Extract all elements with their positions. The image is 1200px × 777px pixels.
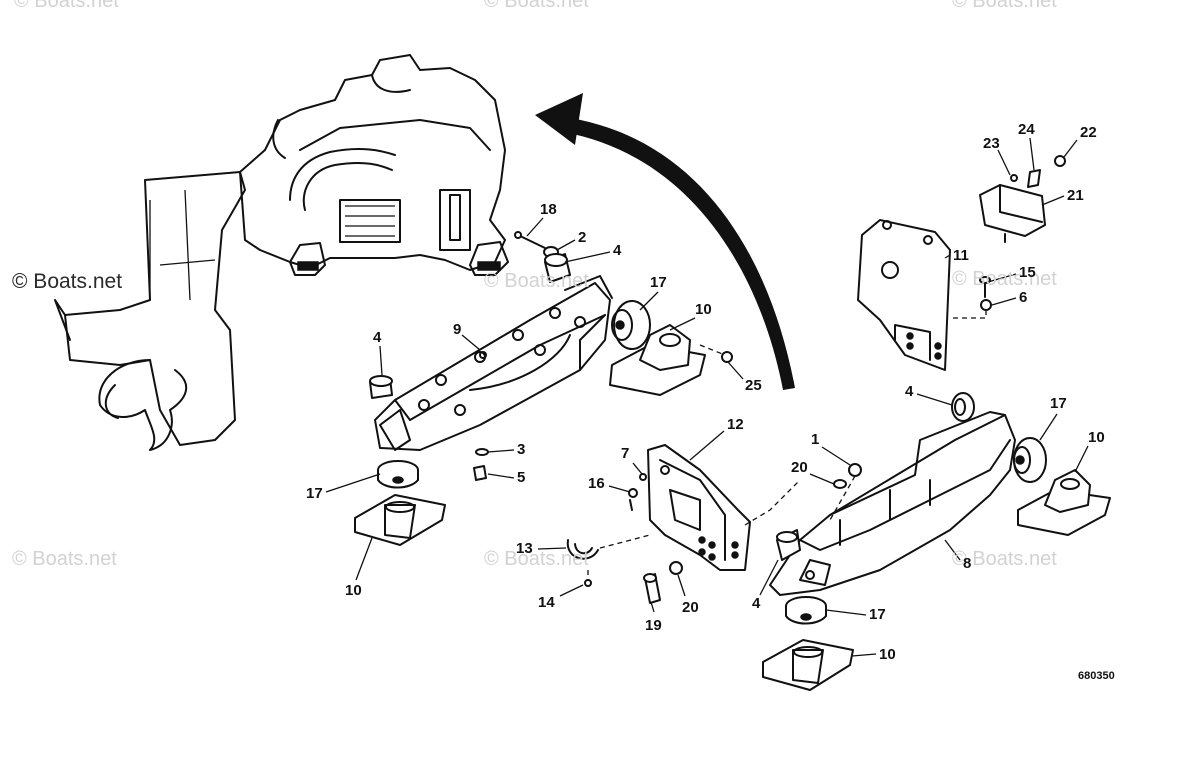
clamp-13	[566, 534, 651, 560]
watermark: © Boats.net	[484, 270, 589, 292]
callout-9: 9	[453, 321, 462, 338]
callout-4: 4	[613, 242, 622, 259]
callout-2: 2	[578, 229, 587, 246]
callout-18: 18	[540, 201, 557, 218]
bolt-18	[514, 231, 546, 249]
switch-21	[979, 184, 1046, 243]
mount-base-10-upper	[609, 324, 706, 396]
watermark: © Boats.net	[484, 548, 589, 570]
callout-6: 6	[1019, 289, 1028, 306]
bracket-12	[647, 444, 801, 571]
washer-3	[475, 448, 489, 456]
washer-6	[950, 299, 992, 319]
screw-14	[584, 570, 592, 587]
mount-bracket-8	[769, 411, 1016, 596]
cushion-4-right-lower	[776, 529, 801, 561]
callout-1: 1	[811, 431, 820, 448]
callout-4: 4	[905, 383, 914, 400]
watermark: © Boats.net	[952, 0, 1057, 12]
nut-1	[829, 463, 862, 521]
washer-20-lower	[669, 561, 683, 575]
watermark: © Boats.net	[952, 268, 1057, 290]
figure-number: 680350	[1078, 670, 1115, 682]
callout-24: 24	[1018, 121, 1035, 138]
nut-22	[1054, 155, 1066, 167]
watermark: © Boats.net	[12, 270, 123, 293]
callout-4: 4	[752, 595, 761, 612]
callout-10: 10	[879, 646, 896, 663]
leader-lines	[325, 137, 1089, 657]
mount-base-10-left	[354, 494, 446, 546]
washer-20-upper	[833, 479, 847, 489]
callout-11: 11	[953, 247, 969, 264]
callout-25: 25	[745, 377, 762, 394]
callout-10: 10	[345, 582, 362, 599]
callout-8: 8	[963, 555, 972, 572]
switch-clip-24	[1027, 169, 1041, 188]
cushion-17-left	[377, 460, 419, 489]
bracket-11	[857, 219, 951, 371]
orientation-arrow	[535, 93, 795, 390]
left-mount-bracket	[374, 275, 613, 451]
cushion-4-right-upper	[951, 392, 975, 422]
bolt-19	[643, 573, 661, 604]
callout-17: 17	[869, 606, 886, 623]
callout-4: 4	[373, 329, 382, 346]
callout-23: 23	[983, 135, 1000, 152]
nut-5	[473, 465, 487, 481]
screw-23	[1010, 174, 1018, 182]
callout-7: 7	[621, 445, 630, 462]
watermark: © Boats.net	[14, 0, 119, 12]
mount-base-10-right-lower	[762, 639, 854, 691]
watermark: © Boats.net	[952, 548, 1057, 570]
mount-base-10-right-upper	[1017, 469, 1111, 536]
cushion-4-left	[369, 375, 393, 399]
callout-20: 20	[791, 459, 808, 476]
cushion-17-right-upper	[1013, 437, 1047, 483]
callout-20: 20	[682, 599, 699, 616]
callout-22: 22	[1080, 124, 1097, 141]
callout-10: 10	[1088, 429, 1105, 446]
nut-25	[699, 344, 733, 363]
callout-16: 16	[588, 475, 605, 492]
bolt-16	[628, 488, 638, 511]
cushion-17-right-lower	[785, 596, 827, 625]
callout-21: 21	[1067, 187, 1084, 204]
callout-3: 3	[517, 441, 526, 458]
callout-19: 19	[645, 617, 662, 634]
callout-10: 10	[695, 301, 712, 318]
callout-17: 17	[306, 485, 323, 502]
cushion-17-upper	[611, 300, 651, 350]
callout-15: 15	[1019, 264, 1036, 281]
callout-12: 12	[727, 416, 744, 433]
watermark: © Boats.net	[12, 548, 117, 570]
callout-5: 5	[517, 469, 526, 486]
screw-7	[639, 473, 647, 481]
engine-assembly	[54, 54, 509, 451]
callout-13: 13	[516, 540, 533, 557]
screw-15	[979, 276, 991, 298]
callout-14: 14	[538, 594, 555, 611]
cushion-4-upper	[544, 253, 571, 283]
callout-17: 17	[1050, 395, 1067, 412]
watermark: © Boats.net	[484, 0, 589, 12]
callout-17: 17	[650, 274, 667, 291]
